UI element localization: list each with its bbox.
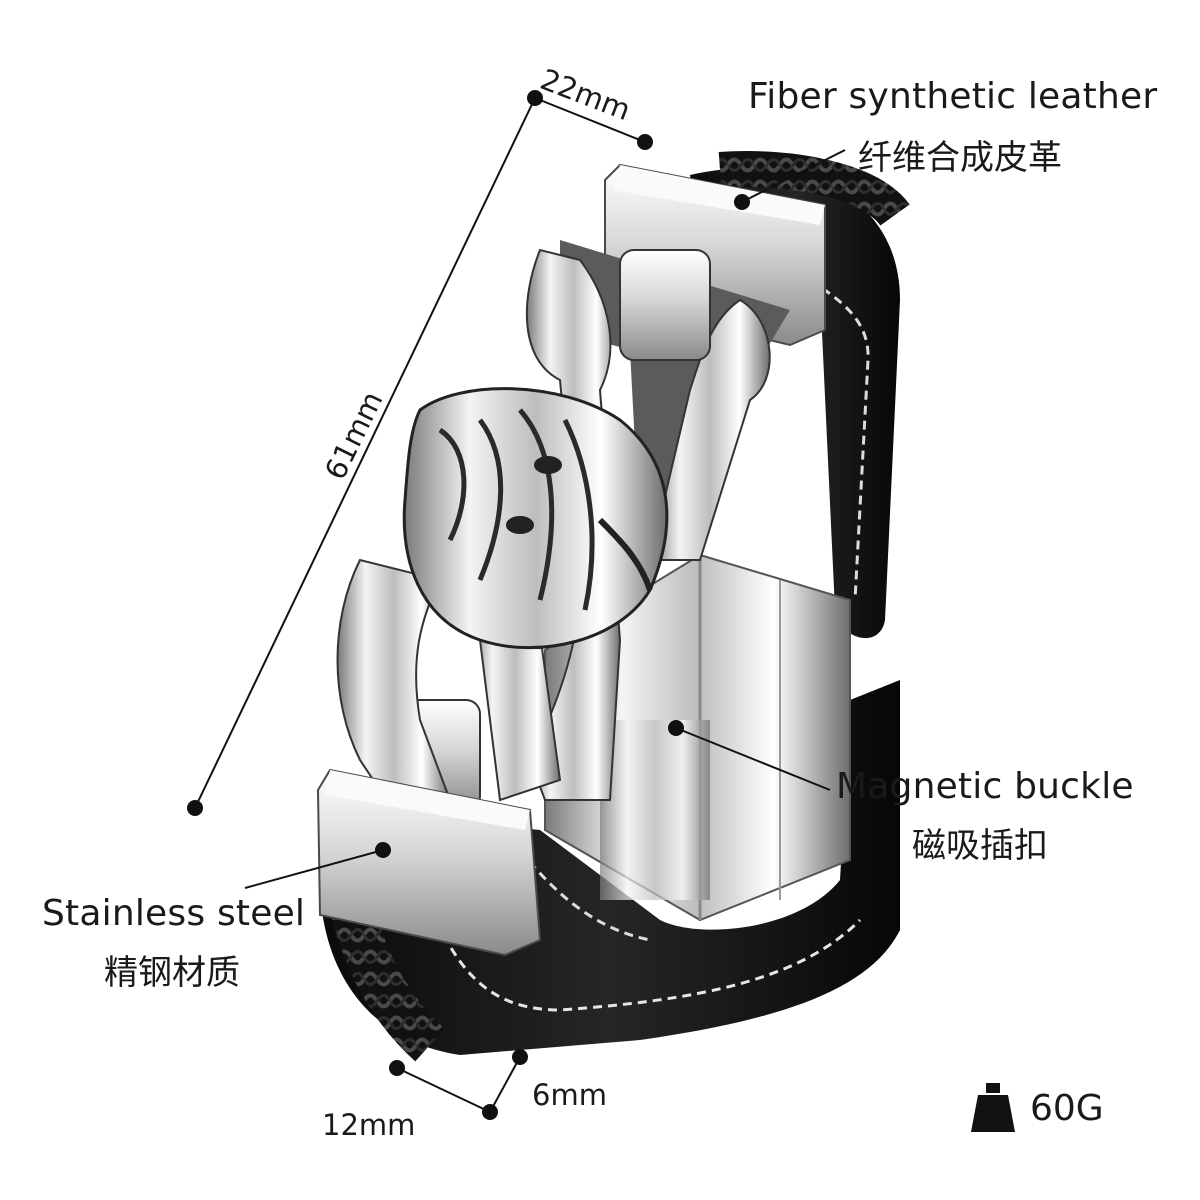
dimension-width-bottom-label: 12mm bbox=[322, 1108, 416, 1142]
dimension-line-61mm bbox=[187, 97, 536, 816]
steel-label-cn: 精钢材质 bbox=[104, 953, 240, 993]
leather-band-back bbox=[690, 151, 910, 639]
weight-value: 60G bbox=[1030, 1088, 1104, 1129]
callout-leather bbox=[734, 149, 846, 210]
leather-label-cn: 纤维合成皮革 bbox=[858, 138, 1062, 178]
weight-icon bbox=[971, 1083, 1015, 1132]
leather-label-en: Fiber synthetic leather bbox=[748, 76, 1158, 117]
dimension-line-6mm bbox=[489, 1049, 528, 1113]
dimension-thickness-label: 6mm bbox=[532, 1078, 607, 1112]
steel-end-cap-bottom bbox=[316, 768, 542, 957]
callout-steel bbox=[244, 842, 391, 889]
steel-label-en: Stainless steel bbox=[42, 893, 306, 934]
callout-buckle bbox=[668, 720, 831, 791]
buckle-label-cn: 磁吸插扣 bbox=[912, 826, 1048, 866]
buckle-label-en: Magnetic buckle bbox=[836, 766, 1134, 807]
lion-head-ornament bbox=[402, 387, 669, 650]
